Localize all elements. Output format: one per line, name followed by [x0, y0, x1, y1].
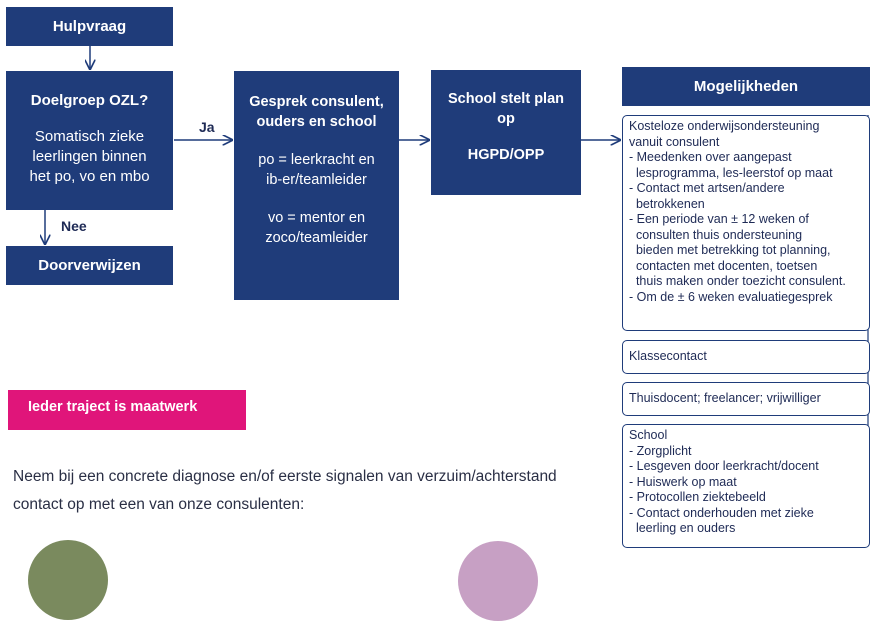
hulpvraag-label: Hulpvraag [52, 18, 127, 35]
doelgroep-line-3: het po, vo en mbo [29, 168, 150, 185]
option-line: - Huiswerk op maat [629, 474, 737, 489]
option-line: contacten met docenten, toetsen [629, 258, 818, 273]
option-line: betrokkenen [629, 196, 705, 211]
option-line: - Zorgplicht [629, 443, 692, 458]
option-line: bieden met betrekking tot planning, [629, 243, 831, 257]
option-line: - Protocollen ziektebeeld [629, 490, 766, 504]
mogelijkheden-label: Mogelijkheden [693, 78, 799, 95]
school-sub: HGPD/OPP [467, 147, 545, 163]
option-line: thuis maken onder toezicht consulent. [629, 274, 846, 288]
consultant-photo-left [28, 540, 108, 620]
doelgroep-box: Doelgroep OZL? Somatisch zieke leerlinge… [6, 71, 173, 210]
gesprek-po-1: po = leerkracht en [258, 152, 375, 168]
option-line: - Contact met artsen/andere [629, 181, 785, 195]
maatwerk-banner: Ieder traject is maatwerk [8, 390, 246, 430]
doelgroep-line-2: leerlingen binnen [32, 148, 147, 165]
nee-label: Nee [61, 218, 87, 234]
option-line: - Meedenken over aangepast [629, 150, 792, 164]
doelgroep-line-1: Somatisch zieke [34, 128, 145, 145]
option-line: Kosteloze onderwijsondersteuning [629, 119, 820, 133]
option-school: School - Zorgplicht - Lesgeven door leer… [622, 424, 870, 548]
option-line: - Om de ± 6 weken evaluatiegesprek [629, 289, 833, 304]
option-line: vanuit consulent [629, 134, 720, 149]
paragraph-line-2: contact op met een van onze consulenten: [13, 496, 305, 513]
option-klassecontact: Klassecontact [622, 340, 870, 374]
gesprek-vo-2: zoco/teamleider [265, 230, 368, 246]
gesprek-vo-1: vo = mentor en [267, 210, 366, 226]
ja-label: Ja [199, 119, 215, 135]
option-consulent: Kosteloze onderwijsondersteuning vanuit … [622, 115, 870, 331]
doorverwijzen-box: Doorverwijzen [6, 246, 173, 285]
option-line: - Een periode van ± 12 weken of [629, 212, 809, 226]
doelgroep-title: Doelgroep OZL? [30, 92, 149, 109]
school-title-1: School stelt plan [447, 91, 564, 107]
gesprek-title-1: Gesprek consulent, [249, 94, 384, 110]
mogelijkheden-header: Mogelijkheden [622, 67, 870, 106]
gesprek-box: Gesprek consulent, ouders en school po =… [234, 71, 399, 300]
contact-paragraph: Neem bij een concrete diagnose en/of eer… [13, 463, 613, 519]
option-line: Thuisdocent; freelancer; vrijwilliger [629, 391, 821, 405]
hulpvraag-box: Hulpvraag [6, 7, 173, 46]
gesprek-title-2: ouders en school [256, 114, 377, 130]
doorverwijzen-label: Doorverwijzen [38, 257, 141, 274]
option-line: leerling en ouders [629, 521, 736, 535]
school-title-2: op [497, 111, 515, 127]
paragraph-line-1: Neem bij een concrete diagnose en/of eer… [13, 468, 557, 485]
option-line: School [629, 428, 668, 442]
consultant-photo-right [458, 541, 538, 621]
option-line: Klassecontact [629, 349, 707, 363]
school-plan-box: School stelt plan op HGPD/OPP [431, 70, 581, 195]
gesprek-po-2: ib-er/teamleider [266, 172, 367, 188]
option-thuisdocent: Thuisdocent; freelancer; vrijwilliger [622, 382, 870, 416]
option-line: consulten thuis ondersteuning [629, 227, 803, 242]
option-line: - Contact onderhouden met zieke [629, 505, 814, 520]
option-line: - Lesgeven door leerkracht/docent [629, 459, 819, 473]
option-line: lesprogramma, les-leerstof op maat [629, 165, 833, 180]
